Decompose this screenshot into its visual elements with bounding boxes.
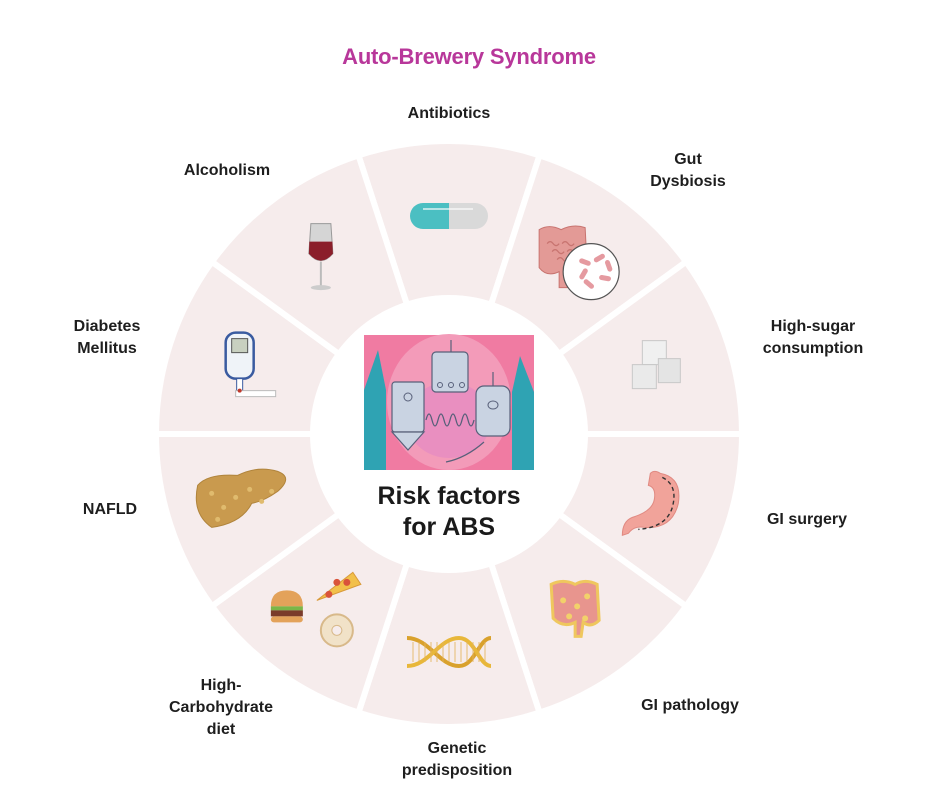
label-line: diet [206, 721, 236, 738]
label-line: High-sugar [770, 318, 856, 335]
label-line: Dysbiosis [650, 173, 726, 190]
fatty-liver-icon [195, 468, 287, 528]
label-line: NAFLD [82, 501, 138, 518]
label-line: High- [200, 677, 242, 694]
bioreactor-brewing-gut-icon [364, 334, 534, 470]
wine-glass-icon [308, 223, 334, 291]
inflamed-intestine-icon [549, 579, 601, 638]
label-line: Alcoholism [183, 162, 271, 179]
capsule-pill-icon [410, 203, 488, 229]
diagram-title: Auto-Brewery Syndrome [342, 44, 596, 69]
label-line: Carbohydrate [168, 699, 274, 716]
label-line: predisposition [401, 762, 513, 779]
glucose-meter-icon [224, 331, 277, 398]
label-line: Antibiotics [407, 105, 491, 122]
label-genetic: Genetic predisposition [402, 738, 512, 782]
label-line: GI pathology [641, 697, 739, 714]
dna-icon [406, 635, 492, 669]
label-line: Diabetes [73, 318, 141, 335]
label-high-carb: High- Carbohydrate diet [169, 675, 273, 741]
label-antibiotics: Antibiotics [408, 103, 491, 125]
label-gi-surgery: GI surgery [767, 509, 847, 531]
junk-food-icon [270, 571, 362, 648]
center-label-line2: for ABS [402, 513, 496, 541]
center-label-line1: Risk factors [377, 482, 521, 510]
label-alcoholism: Alcoholism [184, 160, 270, 182]
label-line: consumption [762, 340, 864, 357]
label-line: GI surgery [766, 511, 848, 528]
label-line: Mellitus [77, 340, 137, 357]
label-nafld: NAFLD [83, 499, 137, 521]
sugar-cubes-icon [631, 340, 681, 390]
stomach-icon [621, 470, 680, 537]
intestine-bacteria-icon [538, 225, 620, 301]
label-gi-pathology: GI pathology [641, 695, 739, 717]
center-label: Risk factors for ABS [377, 481, 520, 543]
label-high-sugar: High-sugar consumption [763, 316, 863, 360]
label-line: Gut [674, 151, 702, 168]
label-line: Genetic [427, 740, 487, 757]
